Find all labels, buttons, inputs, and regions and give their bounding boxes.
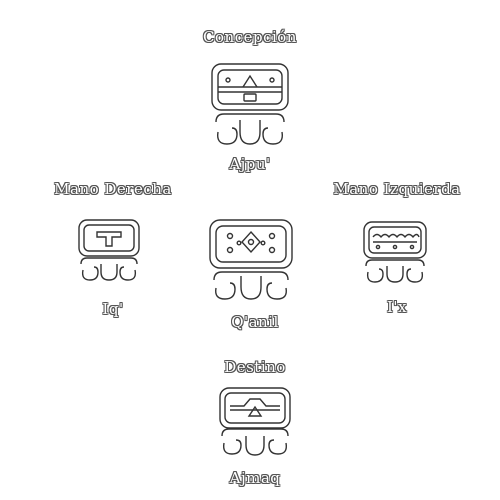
nawal-label-left: Iq': [102, 300, 124, 318]
role-label-bottom: Destino: [224, 358, 286, 376]
qanil-glyph-icon: [208, 218, 294, 300]
ajpu-glyph-icon: [210, 62, 290, 147]
nawal-label-bottom: Ajmaq: [229, 469, 281, 487]
nawal-label-center: Q'anil: [231, 313, 279, 331]
ajmaq-glyph-icon: [218, 386, 292, 456]
role-label-top: Concepción: [203, 28, 297, 46]
ix-glyph-icon: [362, 220, 428, 284]
iq-glyph-icon: [77, 218, 141, 282]
role-label-right: Mano Izquierda: [333, 180, 461, 198]
role-label-left: Mano Derecha: [54, 180, 172, 198]
nawal-label-right: I'x: [386, 298, 408, 316]
nawal-label-top: Ajpu': [229, 155, 271, 173]
